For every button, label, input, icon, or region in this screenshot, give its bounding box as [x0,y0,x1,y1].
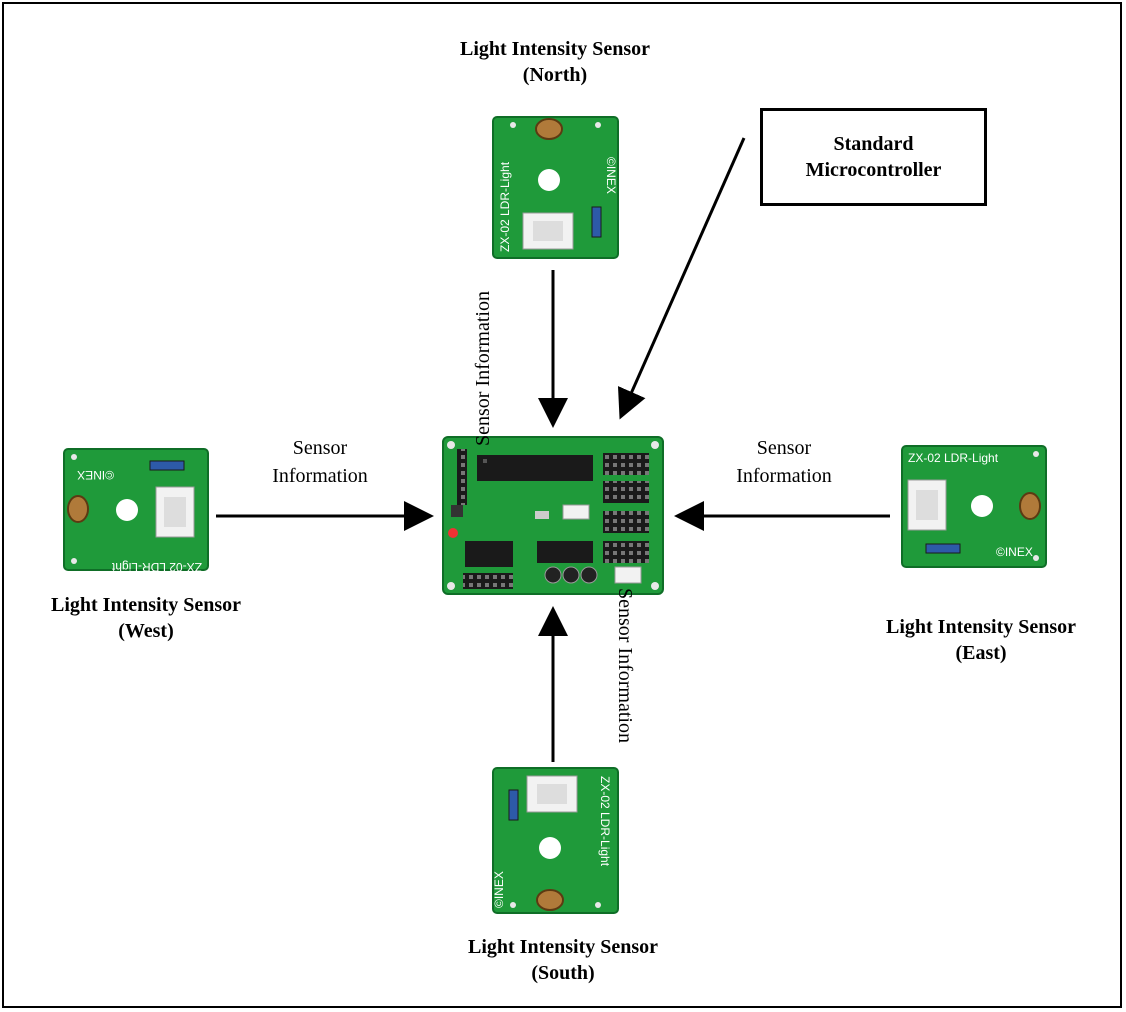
chip-icon [477,455,593,481]
pin-header-icon [463,573,513,589]
svg-text:ZX-02 LDR-Light: ZX-02 LDR-Light [598,776,612,867]
svg-text:ZX-02 LDR-Light: ZX-02 LDR-Light [908,451,999,465]
south-sensor-board: ZX-02 LDR-Light ©INEX [492,767,619,914]
west-flow-label: Sensor Information [272,437,368,487]
north-sensor-label: Light Intensity Sensor (North) [459,38,651,86]
svg-text:ZX-02 LDR-Light: ZX-02 LDR-Light [111,560,202,574]
chip-icon [465,541,513,567]
port-connector-icon [603,453,649,475]
east-flow-label: Sensor Information [736,437,832,487]
resistor-icon [925,543,961,554]
button-icon [451,505,463,517]
crystal-icon [535,511,549,519]
south-sensor-label: Light Intensity Sensor (South) [467,936,659,984]
mounting-hole [538,169,560,191]
svg-text:©INEX: ©INEX [77,468,114,482]
port-connector-icon [603,481,649,503]
east-sensor-label: Light Intensity Sensor (East) [885,616,1077,664]
resistor-icon [591,206,602,238]
port-connector-icon [603,511,649,533]
svg-text:©INEX: ©INEX [604,157,618,194]
resistor-icon [149,460,185,471]
mounting-hole [539,837,561,859]
mounting-hole [116,499,138,521]
microcontroller-label-line1: Standard [833,133,914,155]
led-icon [448,528,458,538]
svg-text:ZX-02 LDR-Light: ZX-02 LDR-Light [498,161,512,252]
ldr-icon [536,889,564,911]
microcontroller-label-line2: Microcontroller [805,159,942,181]
port-connector-icon [603,541,649,563]
pin-header-icon [457,449,467,505]
north-sensor-board: ZX-02 LDR-Light ©INEX [492,116,619,259]
chip-icon [537,541,593,563]
south-flow-label: Sensor Information [614,588,636,743]
west-sensor-label: Light Intensity Sensor (West) [50,594,242,642]
east-sensor-board: ZX-02 LDR-Light ©INEX [901,445,1047,568]
mounting-hole [971,495,993,517]
microcontroller-label-box: Standard Microcontroller [760,108,987,206]
ldr-icon [67,495,89,523]
west-sensor-board: ZX-02 LDR-Light ©INEX [63,448,209,574]
ldr-icon [535,118,563,140]
svg-text:©INEX: ©INEX [492,871,506,908]
resistor-icon [508,789,519,821]
ldr-icon [1019,492,1041,520]
arrow-label-to-mcu [617,137,746,420]
microcontroller-board [442,436,664,595]
north-flow-label: Sensor Information [472,291,494,446]
svg-text:©INEX: ©INEX [996,545,1033,559]
